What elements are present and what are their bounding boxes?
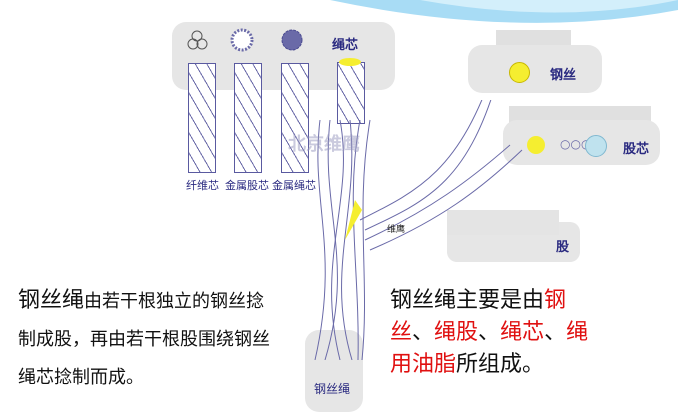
strand-label: 股	[556, 240, 570, 255]
rope-core-cable	[337, 62, 365, 124]
core-cross-section-icons	[187, 28, 303, 52]
rope-label-box	[305, 330, 363, 412]
definition-body: 由若干根独立的钢丝捻制成股，再由若干根股围绕钢丝绳芯捻制而成。	[18, 291, 270, 388]
wire-cross-section-icon	[527, 136, 545, 154]
metal-strand-core-cable	[234, 63, 262, 173]
separator: 、	[478, 320, 501, 345]
rope-core-top	[339, 58, 361, 66]
wire-cross-section-icon	[509, 62, 530, 83]
rope-illustration	[314, 100, 523, 360]
watermark: 北京维鹰	[288, 134, 360, 155]
metal-rope-core-icon	[281, 29, 303, 51]
composition-text: 钢丝绳主要是由钢丝、绳股、绳芯、绳用油脂所组成。	[390, 285, 605, 381]
term-highlight: 钢丝绳	[18, 288, 85, 313]
rope-core-highlight	[345, 200, 362, 240]
strand-cross-section-icon: ○○○	[560, 137, 592, 151]
text: 所组成。	[456, 352, 545, 377]
component-core: 绳芯	[500, 320, 545, 345]
text: 钢丝绳主要是由	[390, 288, 545, 313]
fiber-core-cable	[188, 63, 216, 173]
strand-core-label: 股芯	[623, 142, 650, 157]
core-panel-title: 绳芯	[332, 38, 359, 53]
core-type-label: 金属绳芯	[272, 179, 316, 192]
logo: 维鹰	[387, 225, 406, 235]
core-type-label: 金属股芯	[225, 179, 269, 192]
core-type-label: 纤维芯	[186, 179, 219, 192]
metal-strand-core-icon	[230, 28, 254, 52]
wire-label: 钢丝	[550, 68, 577, 83]
separator: 、	[544, 320, 567, 345]
component-wire: 钢丝	[390, 288, 567, 345]
metal-rope-core-cable	[281, 63, 309, 173]
strand-box-tab	[447, 210, 559, 235]
component-strand: 绳股	[434, 320, 479, 345]
rope-label: 钢丝绳	[314, 382, 351, 396]
strand-core-cross-section-icon	[585, 135, 607, 157]
wire-box	[468, 45, 602, 93]
component-grease: 绳用油脂	[390, 320, 589, 377]
fiber-core-icon	[187, 30, 208, 50]
separator: 、	[412, 320, 435, 345]
definition-text: 钢丝绳由若干根独立的钢丝捻制成股，再由若干根股围绕钢丝绳芯捻制而成。	[18, 282, 278, 397]
